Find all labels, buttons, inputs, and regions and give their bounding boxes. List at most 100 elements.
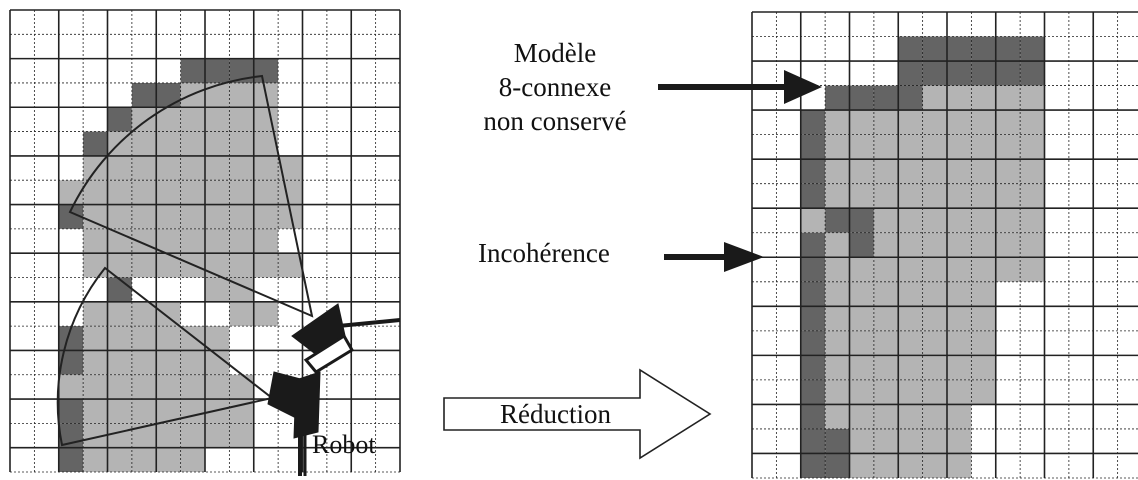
left-cell-light: [180, 155, 206, 181]
right-cell-light: [922, 428, 948, 454]
right-cell-dark: [849, 85, 874, 111]
left-cell-light: [83, 228, 108, 254]
model-label-line2: 8-connexe: [498, 72, 612, 102]
right-cell-light: [898, 134, 923, 160]
left-cell-light: [156, 423, 181, 448]
left-cell-light: [83, 399, 108, 424]
left-cell-light: [156, 326, 181, 351]
right-cell-light: [849, 404, 874, 429]
robot-label: Robot: [312, 430, 376, 459]
right-cell-dark: [898, 61, 923, 86]
left-cell-light: [180, 180, 206, 205]
right-cell-dark: [849, 232, 874, 258]
left-cell-light: [83, 301, 108, 327]
right-cell-light: [1020, 159, 1045, 184]
right-cell-light: [922, 306, 948, 331]
left-cell-dark: [58, 447, 84, 472]
right-cell-light: [849, 355, 874, 380]
left-cell-light: [156, 228, 181, 254]
left-cell-light: [107, 374, 132, 400]
right-cell-dark: [800, 134, 826, 160]
model-pointer-arrow: [658, 70, 822, 104]
left-cell-light: [156, 447, 181, 472]
right-cell-dark: [800, 404, 826, 429]
left-cell-light: [205, 326, 230, 351]
right-cell-dark: [971, 36, 996, 62]
right-cell-dark: [947, 61, 972, 86]
left-cell-light: [205, 131, 230, 156]
right-cell-light: [873, 330, 899, 356]
right-cell-light: [922, 404, 948, 429]
right-cell-light: [898, 183, 923, 209]
right-cell-dark: [898, 85, 923, 111]
right-cell-light: [922, 453, 948, 478]
right-cell-light: [873, 232, 899, 258]
left-cell-light: [205, 204, 230, 229]
left-cell-light: [107, 423, 132, 448]
right-cell-dark: [898, 36, 923, 62]
left-cell-light: [229, 155, 254, 181]
left-cell-light: [253, 107, 279, 132]
right-cell-light: [898, 257, 923, 282]
left-cell-light: [253, 228, 279, 254]
left-cell-light: [131, 131, 157, 156]
right-cell-light: [898, 306, 923, 331]
right-cell-light: [995, 110, 1021, 135]
right-cell-light: [1020, 110, 1045, 135]
right-cell-light: [947, 355, 972, 380]
right-cell-dark: [800, 355, 826, 380]
right-cell-light: [873, 159, 899, 184]
right-cell-light: [849, 330, 874, 356]
right-cell-light: [898, 428, 923, 454]
left-cell-light: [229, 204, 254, 229]
right-cell-dark: [995, 36, 1021, 62]
right-cell-light: [825, 355, 850, 380]
right-cell-dark: [800, 428, 826, 454]
right-cell-light: [971, 208, 996, 233]
right-cell-light: [898, 208, 923, 233]
right-cell-dark: [1020, 36, 1045, 62]
right-cell-light: [995, 85, 1021, 111]
right-cell-light: [825, 232, 850, 258]
right-cell-light: [947, 453, 972, 478]
left-cell-light: [205, 277, 230, 302]
left-cell-light: [229, 107, 254, 132]
right-cell-light: [873, 183, 899, 209]
right-cell-light: [849, 134, 874, 160]
right-cell-light: [898, 159, 923, 184]
left-cell-light: [180, 107, 206, 132]
left-cell-light: [205, 155, 230, 181]
right-cell-light: [898, 379, 923, 405]
right-cell-light: [898, 330, 923, 356]
left-cell-light: [107, 350, 132, 375]
left-cell-light: [131, 399, 157, 424]
right-cell-light: [825, 330, 850, 356]
right-cell-light: [849, 110, 874, 135]
right-cell-light: [1020, 85, 1045, 111]
left-cell-light: [107, 180, 132, 205]
right-cell-light: [947, 379, 972, 405]
right-cell-light: [947, 208, 972, 233]
right-cell-light: [971, 281, 996, 307]
left-cell-light: [253, 180, 279, 205]
right-cell-light: [971, 159, 996, 184]
right-cell-light: [947, 428, 972, 454]
right-cell-light: [971, 110, 996, 135]
right-cell-light: [873, 379, 899, 405]
right-cell-light: [922, 159, 948, 184]
right-cell-light: [922, 208, 948, 233]
right-cell-dark: [825, 453, 850, 478]
right-cell-dark: [825, 208, 850, 233]
right-cell-dark: [800, 306, 826, 331]
left-cell-light: [83, 374, 108, 400]
left-cell-light: [180, 374, 206, 400]
left-cell-light: [205, 374, 230, 400]
right-cell-light: [1020, 134, 1045, 160]
right-cell-light: [995, 183, 1021, 209]
right-cell-light: [849, 281, 874, 307]
right-cell-light: [849, 379, 874, 405]
left-cell-light: [229, 253, 254, 278]
right-cell-light: [873, 428, 899, 454]
right-cell-light: [825, 183, 850, 209]
